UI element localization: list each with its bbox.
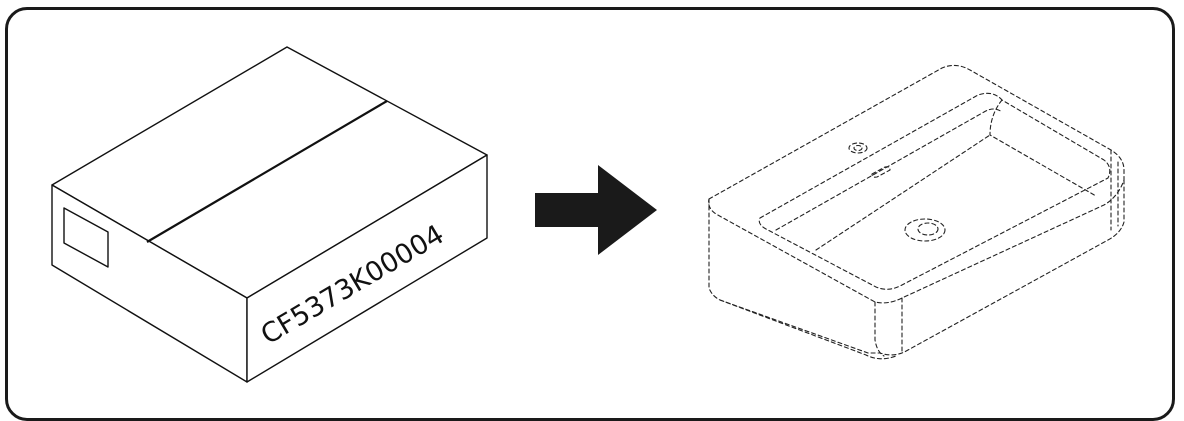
shipping-box [51,46,488,383]
basin-right-side [867,179,1125,356]
basin-bowl-floor [775,108,1003,231]
tap-hole-inner [853,144,863,152]
washbasin-outline [708,64,1125,360]
basin-left-side [708,198,869,354]
basin-bowl-back-wall [989,99,1097,197]
basin-outer-rim [708,64,1125,304]
box-front-face [246,154,488,383]
box-tape-seam [146,100,388,243]
basin-bowl-front-slope [815,134,991,251]
overflow-slot [871,166,891,178]
basin-inner-bowl [758,92,1111,290]
drain-inner [917,222,939,236]
drain-outer [904,218,946,242]
box-hand-hole [63,207,109,268]
diagram-canvas: CF5373K00004 [51,46,1125,383]
basin-bottom-edge [719,299,897,360]
arrow-right-icon [535,165,657,255]
tap-hole [848,142,868,154]
basin-front-edge [874,301,885,357]
